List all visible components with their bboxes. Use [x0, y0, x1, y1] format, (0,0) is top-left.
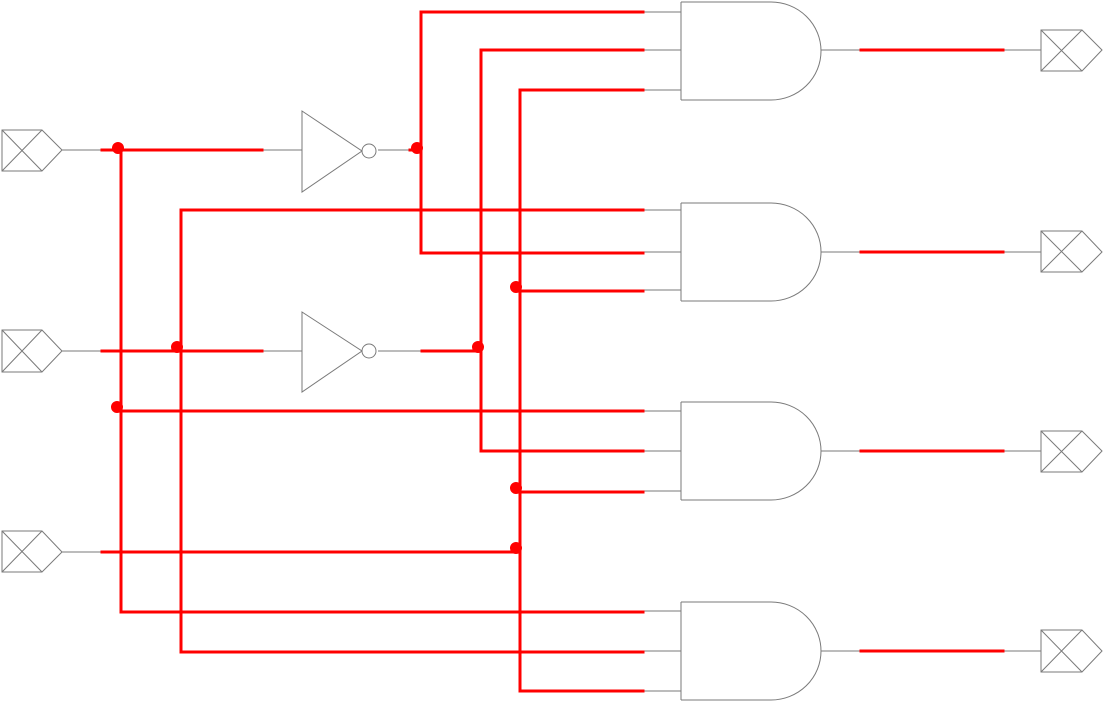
output-port-1	[1040, 29, 1103, 72]
junction-dot	[510, 482, 522, 494]
junction-dot	[111, 401, 123, 413]
junction-dot	[112, 142, 124, 154]
bus-not-a	[408, 10, 645, 255]
junction-dot	[171, 341, 183, 353]
input-port-3	[1, 530, 63, 573]
junction-dot	[510, 542, 522, 554]
wire-stubs	[62, 11, 1041, 692]
and-gate-2	[680, 202, 822, 302]
and-gate-4	[680, 601, 822, 701]
junction-dot	[510, 281, 522, 293]
output-port-3	[1040, 430, 1103, 473]
bus-c	[518, 88, 645, 693]
output-port-4	[1040, 629, 1103, 673]
bus-a	[119, 148, 645, 614]
bus-not-b	[420, 48, 645, 453]
output-port-2	[1040, 230, 1103, 273]
junction-dot	[411, 142, 423, 154]
and-gate-1	[680, 1, 822, 101]
bus-b	[179, 208, 645, 654]
junctions	[111, 142, 522, 554]
input-port-2	[1, 329, 63, 373]
and-gate-3	[680, 401, 822, 501]
not-gate-2	[301, 311, 377, 393]
junction-dot	[472, 341, 484, 353]
red-wires	[100, 10, 1005, 693]
not-gate-1	[301, 110, 377, 193]
input-port-1	[1, 129, 63, 172]
